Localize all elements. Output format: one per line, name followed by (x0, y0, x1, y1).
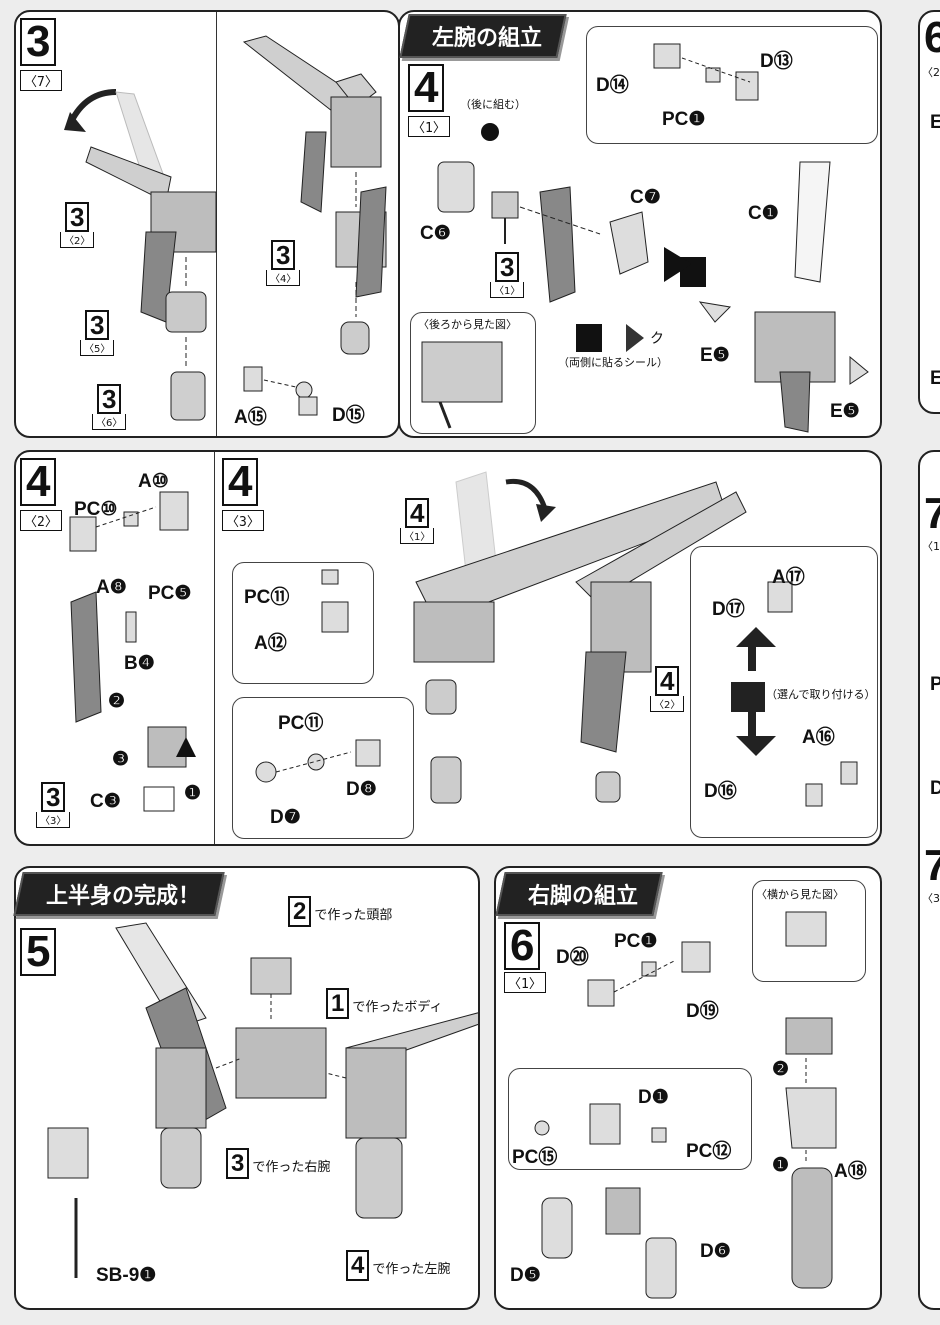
part-d20: D⑳ (556, 947, 589, 968)
step-number: 5 (20, 928, 57, 976)
step-number-4-3: 4 (222, 458, 259, 506)
sticker-code: ク (650, 331, 664, 347)
part-d15: D⑮ (332, 405, 365, 426)
ref-4-2: 4〈2〉 (650, 666, 685, 712)
part-a15: A⑮ (234, 407, 267, 428)
part-a8: A❽ (96, 577, 127, 598)
edge-letter-e1: E (930, 112, 940, 134)
wing-assembly-illustration (64, 35, 387, 421)
step-number: 3 (20, 18, 57, 66)
ref-3-2: 3〈2〉 (60, 202, 95, 248)
edge-letter-d: D (930, 778, 940, 800)
part-c7: C❼ (630, 187, 661, 208)
edge-panel-7: 7 〈1 P D 7 〈3 (918, 450, 940, 1310)
part-d7: D❼ (270, 807, 301, 828)
part-e5-right: E❺ (830, 401, 860, 422)
panel-step-4-2-4-3: 4 〈2〉 4 〈3〉 (14, 450, 882, 846)
part-a12: A⑫ (254, 633, 287, 654)
panel-step-3-7: 3 〈7〉 3〈2〉 3〈5〉 3〈6〉 3〈4〉 A⑮ D⑮ (14, 10, 400, 438)
edge-sub-b: 〈1 (922, 540, 940, 553)
left-arm-illustration (421, 43, 869, 433)
banner-upper-body: 上半身の完成！ (13, 872, 225, 916)
part-c6: C❻ (420, 223, 451, 244)
edge-step-7b: 7 (924, 844, 940, 888)
part-d16: D⑯ (704, 781, 737, 802)
order-1: ❶ (772, 1155, 790, 1176)
part-d19: D⑲ (686, 1001, 719, 1022)
step-number: 4 (408, 64, 445, 112)
ref-3-3: 3〈3〉 (36, 782, 71, 828)
part-sb9-1: SB-9❶ (96, 1265, 157, 1286)
banner-left-arm: 左腕の組立 (399, 14, 567, 58)
order-2: ❷ (772, 1059, 790, 1080)
part-c1: C❶ (748, 203, 779, 224)
upper-body-illustration (47, 922, 478, 1278)
note-back: （後に組む） (460, 98, 526, 111)
substep-4-3: 〈3〉 (222, 510, 264, 531)
inset-top (586, 26, 878, 144)
edge-step-7a: 7 (924, 492, 940, 536)
part-d6: D❻ (700, 1241, 731, 1262)
inset-a12 (232, 562, 374, 684)
edge-letter-p: P (930, 674, 940, 696)
edge-panel-6: 6 〈2 E E (918, 10, 940, 414)
order-1: ❶ (184, 783, 202, 804)
ref-3-4: 3〈4〉 (266, 240, 301, 286)
order-3: ❸ (112, 749, 130, 770)
panel-step-6-1: 6 〈1〉 〈横から見た図〉 D⑳ PC❶ D⑲ D❶ PC⑮ PC⑫ D❻ D… (494, 866, 882, 1310)
substep-4-2: 〈2〉 (20, 510, 62, 531)
part-pc15: PC⑮ (512, 1147, 558, 1168)
divider (214, 452, 215, 844)
part-pc11-bottom: PC⑪ (278, 713, 324, 734)
part-d8: D❽ (346, 779, 377, 800)
part-pc1: PC❶ (662, 109, 706, 130)
part-a10: A⑩ (138, 471, 169, 492)
substep-label: 〈7〉 (20, 70, 62, 91)
part-pc10: PC⑩ (74, 499, 118, 520)
edge-sub-c: 〈3 (922, 892, 940, 905)
part-d13: D⑬ (760, 51, 793, 72)
part-d14: D⑭ (596, 75, 629, 96)
sticker-note: （両側に貼るシール） (558, 356, 668, 369)
part-a17: A⑰ (772, 567, 805, 588)
part-c3: C❸ (90, 791, 121, 812)
part-e5-left: E❺ (700, 345, 730, 366)
ref-3-1: 3〈1〉 (490, 252, 525, 298)
part-pc5: PC❺ (148, 583, 192, 604)
part-d5: D❺ (510, 1265, 541, 1286)
part-d1: D❶ (638, 1087, 669, 1108)
part-a18: A⑱ (834, 1161, 867, 1182)
banner-right-leg: 右脚の組立 (495, 872, 663, 916)
view-side-title: 〈横から見た図〉 (756, 888, 844, 901)
step-number: 6 (504, 922, 541, 970)
edge-step-6: 6 (924, 16, 940, 60)
arm-assembly-illustration (69, 471, 858, 812)
part-pc11-top: PC⑪ (244, 587, 290, 608)
part-b4: B❹ (124, 653, 155, 674)
panel-step-4-1: 4 〈1〉 （後に組む） 〈後ろから見た図〉 3〈1〉 ク （両側に貼るシール）… (398, 10, 882, 438)
inset-d7-d8 (232, 697, 414, 839)
part-a16: A⑯ (802, 727, 835, 748)
part-d17: D⑰ (712, 599, 745, 620)
ref-3-6: 3〈6〉 (92, 384, 127, 430)
substep-label: 〈1〉 (504, 972, 546, 993)
inset-parts (508, 1068, 752, 1170)
right-leg-illustration (534, 911, 837, 1299)
choose-note: （選んで取り付ける） (766, 688, 876, 701)
order-2: ❷ (108, 691, 126, 712)
ref-4-1: 4〈1〉 (400, 498, 435, 544)
step-number-4-2: 4 (20, 458, 57, 506)
part-pc12: PC⑫ (686, 1141, 732, 1162)
edge-letter-e2: E (930, 368, 940, 390)
substep-label: 〈1〉 (408, 116, 450, 137)
edge-sub-a: 〈2 (922, 66, 940, 79)
ref-3-5: 3〈5〉 (80, 310, 115, 356)
part-pc1: PC❶ (614, 931, 658, 952)
view-back-title: 〈後ろから見た図〉 (418, 318, 517, 331)
